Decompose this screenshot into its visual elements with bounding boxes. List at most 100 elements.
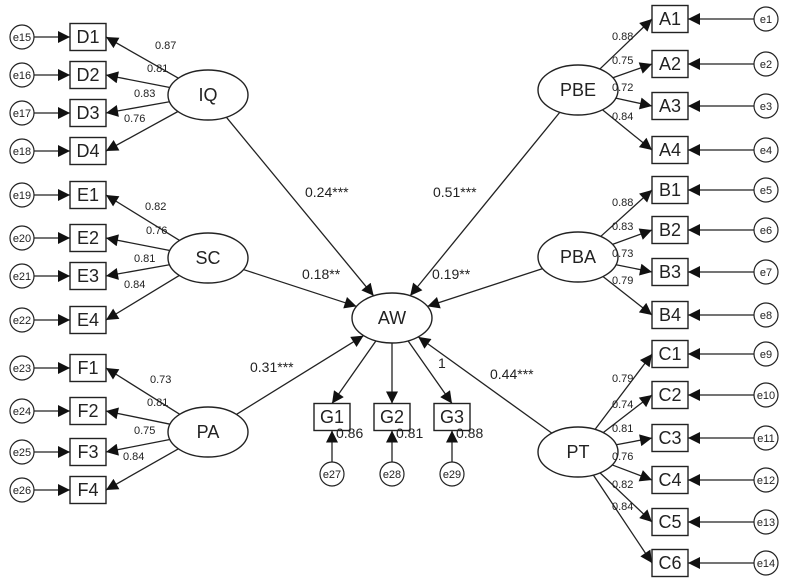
error-e13 [753, 509, 779, 535]
error-label-e15: e15 [13, 32, 31, 44]
indicator-g2 [373, 402, 411, 432]
loading-path-g1 [331, 340, 377, 404]
indicator-label-c4: C4 [658, 470, 681, 490]
error-e27 [319, 461, 345, 487]
loading-label-f3: 0.75 [134, 425, 155, 437]
indicator-b4 [651, 300, 689, 330]
structural-path-pa [236, 335, 364, 415]
error-label-e7: e7 [760, 267, 772, 279]
loading-label-c6: 0.84 [612, 501, 633, 513]
loading-path-b1 [600, 189, 653, 237]
indicator-label-c3: C3 [658, 428, 681, 448]
error-label-e23: e23 [13, 363, 31, 375]
loading-label-d1: 0.87 [155, 40, 176, 52]
path-coef-pbe: 0.51*** [433, 184, 477, 200]
error-e2 [753, 51, 779, 77]
error-e10 [753, 382, 779, 408]
error-label-e6: e6 [760, 225, 772, 237]
indicator-c2 [651, 380, 689, 410]
structural-path-pt [417, 336, 553, 434]
indicator-label-b1: B1 [659, 180, 681, 200]
indicator-label-g1: G1 [320, 407, 344, 427]
indicator-a3 [651, 91, 689, 121]
indicator-label-d4: D4 [76, 141, 99, 161]
loading-label-e3: 0.81 [134, 253, 155, 265]
loading-label-e2: 0.76 [146, 225, 167, 237]
error-e16 [9, 62, 35, 88]
error-e28 [379, 461, 405, 487]
error-label-e25: e25 [13, 447, 31, 459]
latent-label-pa: PA [197, 422, 220, 442]
error-label-e27: e27 [323, 469, 341, 481]
indicator-b3 [651, 257, 689, 287]
loading-label-e4: 0.84 [124, 279, 145, 291]
error-e24 [9, 398, 35, 424]
error-label-e10: e10 [757, 390, 775, 402]
indicator-f2 [69, 396, 107, 426]
structural-path-pba [427, 267, 543, 309]
indicator-c5 [651, 507, 689, 537]
labels-layer: IQSCPAPBEPBAPTAWD1e150.87D2e160.81D3e170… [13, 9, 775, 573]
indicator-e1 [69, 180, 107, 210]
loading-path-g3 [407, 340, 453, 404]
error-e3 [753, 93, 779, 119]
loading-label-g3: 0.88 [456, 425, 483, 441]
loading-label-f1: 0.73 [150, 374, 171, 386]
latent-label-pt: PT [566, 442, 589, 462]
latent-label-pba: PBA [560, 247, 596, 267]
error-label-e14: e14 [757, 558, 775, 570]
indicator-label-c6: C6 [658, 553, 681, 573]
indicator-a2 [651, 49, 689, 79]
path-coef-pba: 0.19** [432, 266, 471, 282]
error-label-e26: e26 [13, 485, 31, 497]
indicator-a1 [651, 4, 689, 34]
loading-label-a4: 0.84 [612, 111, 633, 123]
error-e11 [753, 425, 779, 451]
loading-label-e1: 0.82 [145, 201, 166, 213]
loading-label-g1: 0.86 [336, 425, 363, 441]
indicator-f4 [69, 475, 107, 505]
error-e1 [753, 6, 779, 32]
nodes-layer [9, 4, 779, 578]
error-label-e1: e1 [760, 14, 772, 26]
latent-label-sc: SC [195, 248, 220, 268]
indicator-label-f3: F3 [77, 442, 98, 462]
loading-label-f2: 0.81 [147, 397, 168, 409]
indicator-label-e1: E1 [77, 185, 99, 205]
latent-pba [537, 231, 619, 283]
indicator-d3 [69, 98, 107, 128]
error-label-e12: e12 [757, 475, 775, 487]
loading-label-d4: 0.76 [124, 113, 145, 125]
indicator-label-d2: D2 [76, 65, 99, 85]
error-e20 [9, 225, 35, 251]
loading-path-b2 [612, 228, 653, 246]
loading-path-a2 [612, 62, 653, 79]
indicator-g3 [433, 402, 471, 432]
indicator-label-d1: D1 [76, 27, 99, 47]
loading-path-c1 [594, 353, 653, 430]
loading-label-b4: 0.79 [612, 275, 633, 287]
error-label-e4: e4 [760, 145, 772, 157]
error-label-e22: e22 [13, 315, 31, 327]
loading-path-b4 [602, 276, 653, 316]
error-e17 [9, 100, 35, 126]
indicator-label-g2: G2 [380, 407, 404, 427]
indicator-c4 [651, 465, 689, 495]
loading-path-a4 [602, 109, 653, 151]
indicator-label-e4: E4 [77, 310, 99, 330]
error-label-e18: e18 [13, 146, 31, 158]
loading-label-c5: 0.82 [612, 479, 633, 491]
indicator-label-c2: C2 [658, 385, 681, 405]
error-e21 [9, 263, 35, 289]
indicator-label-a2: A2 [659, 54, 681, 74]
loading-path-c5 [599, 472, 653, 523]
indicator-label-b4: B4 [659, 305, 681, 325]
structural-path-sc [243, 268, 357, 309]
indicator-label-d3: D3 [76, 103, 99, 123]
loading-path-d3 [105, 101, 170, 117]
latent-pa [167, 406, 249, 458]
error-e15 [9, 24, 35, 50]
latent-aw [351, 292, 433, 344]
indicator-label-c1: C1 [658, 344, 681, 364]
